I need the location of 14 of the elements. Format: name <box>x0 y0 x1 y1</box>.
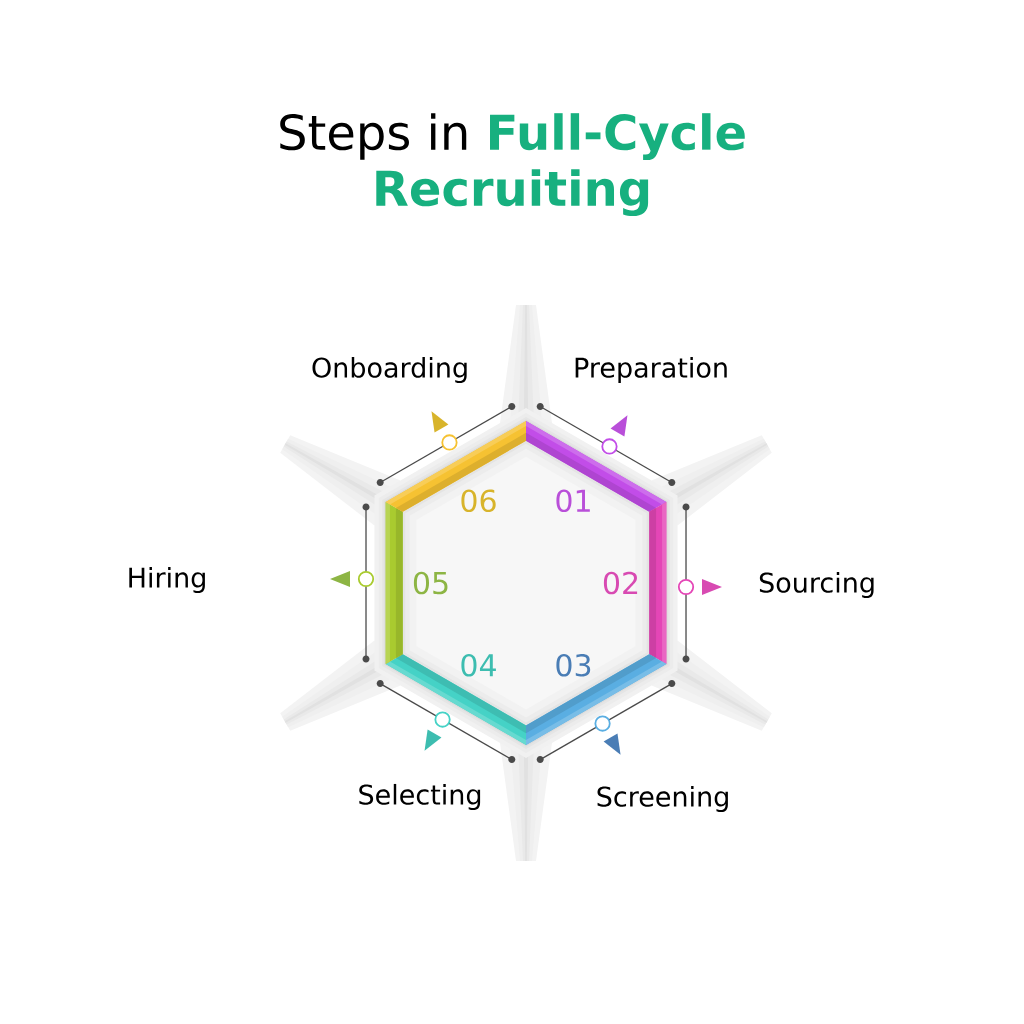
hexagon <box>374 408 678 758</box>
step-number: 02 <box>603 571 638 595</box>
step-number: 05 <box>413 571 448 595</box>
step-label: Onboarding <box>312 356 467 384</box>
step-label: Hiring <box>129 566 205 594</box>
step-label: Screening <box>597 785 728 813</box>
step-label: Selecting <box>359 783 481 811</box>
step-label: Sourcing <box>759 571 874 599</box>
step-number: 04 <box>461 653 496 677</box>
step-number: 06 <box>461 489 496 513</box>
step-number: 01 <box>556 489 590 513</box>
step-label: Preparation <box>575 356 727 384</box>
title: Steps in Full-Cycle Recruiting <box>280 113 745 217</box>
step-number: 03 <box>556 653 591 677</box>
